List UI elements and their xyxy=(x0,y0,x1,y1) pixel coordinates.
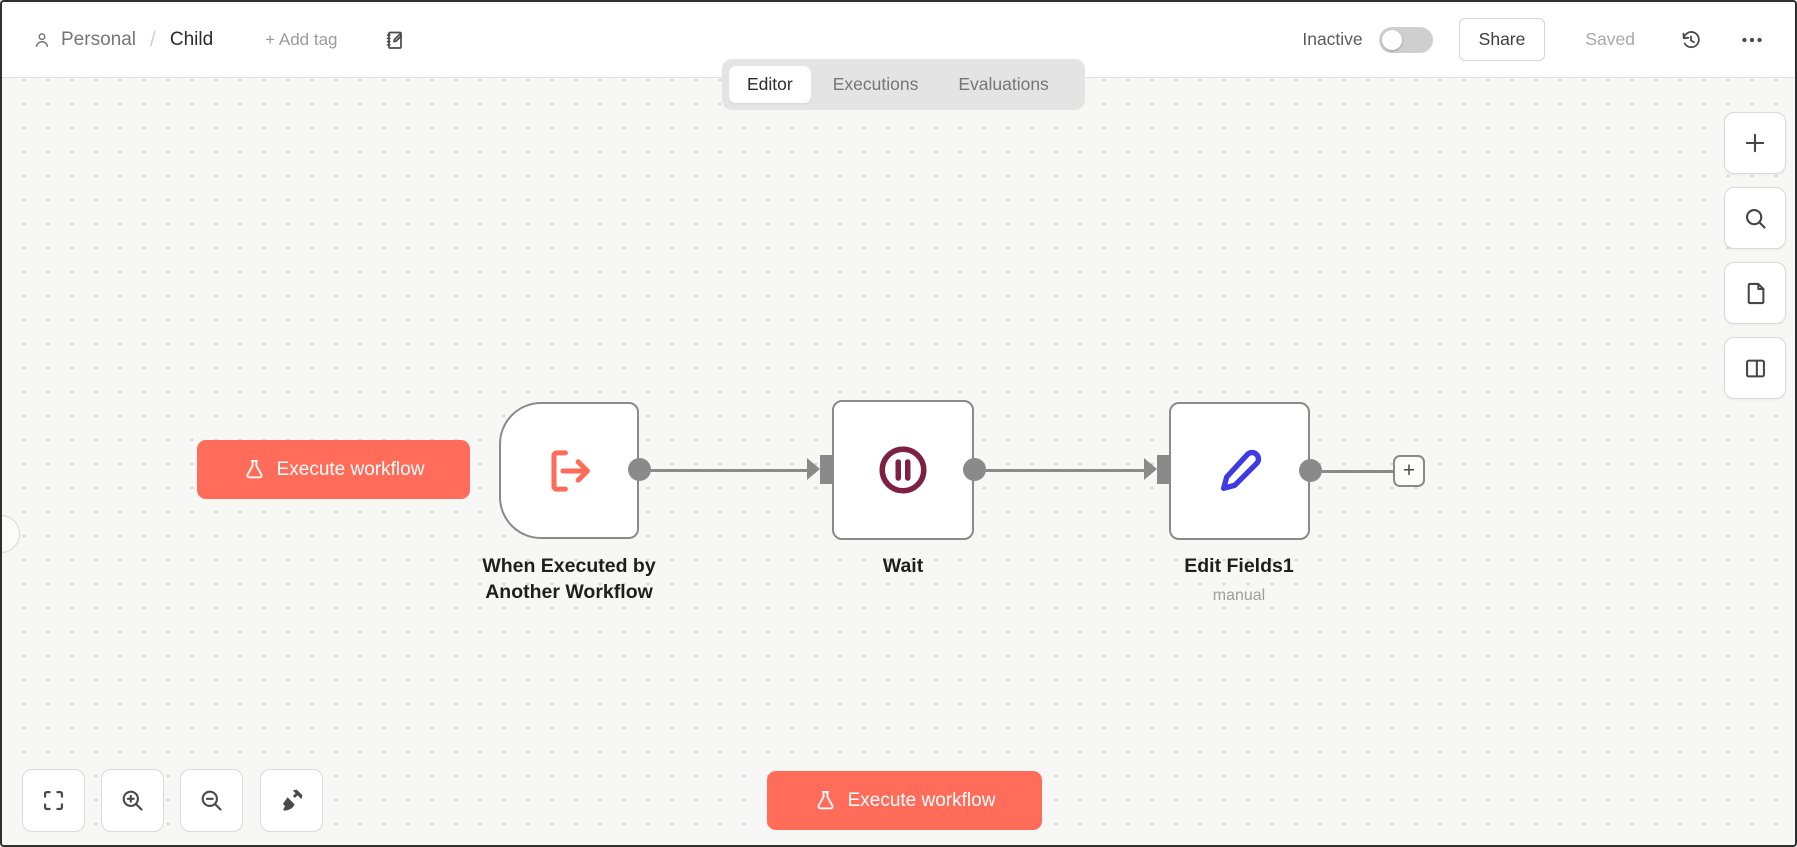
node-label-wait[interactable]: Wait xyxy=(833,553,973,579)
connection-edit-to-add[interactable] xyxy=(1321,470,1393,473)
fit-view-button[interactable] xyxy=(22,769,85,832)
workflow-canvas[interactable]: Execute workflow xyxy=(2,78,1795,845)
split-panel-button[interactable] xyxy=(1724,337,1786,399)
version-history-icon[interactable] xyxy=(1679,28,1703,52)
fit-view-icon xyxy=(40,787,67,814)
wait-label: Wait xyxy=(882,555,924,577)
input-arrow-edit xyxy=(1144,458,1157,480)
input-port-wait[interactable] xyxy=(820,455,833,484)
input-port-edit[interactable] xyxy=(1157,455,1170,484)
edit-fields-label: Edit Fields1 xyxy=(1184,555,1294,577)
share-button[interactable]: Share xyxy=(1458,18,1546,61)
notebook-edit-icon[interactable] xyxy=(383,28,407,52)
pause-circle-icon xyxy=(873,440,933,500)
add-connected-node-button[interactable]: + xyxy=(1393,455,1425,487)
zoom-in-icon xyxy=(119,787,146,814)
sticky-note-icon xyxy=(1742,280,1769,307)
node-edit-fields-1[interactable] xyxy=(1169,402,1310,540)
connection-wait-to-edit[interactable] xyxy=(985,469,1146,472)
add-node-icon xyxy=(1741,129,1769,157)
person-icon xyxy=(32,30,52,50)
sticky-note-button[interactable] xyxy=(1724,262,1786,324)
view-tabs: Editor Executions Evaluations xyxy=(722,59,1085,110)
add-tag-button[interactable]: + Add tag xyxy=(265,29,338,49)
input-arrow-wait xyxy=(807,458,820,480)
flask-icon xyxy=(243,458,266,481)
execute-workflow-bottom-label: Execute workflow xyxy=(847,789,996,811)
search-button[interactable] xyxy=(1724,187,1786,249)
save-status: Saved xyxy=(1585,29,1635,49)
execute-workflow-button-bottom[interactable]: Execute workflow xyxy=(767,771,1042,830)
tidy-up-icon xyxy=(278,787,305,814)
output-port-edit[interactable] xyxy=(1299,459,1322,482)
output-port-wait[interactable] xyxy=(963,458,986,481)
workflow-status-label: Inactive xyxy=(1302,29,1363,49)
node-wait[interactable] xyxy=(832,400,974,540)
breadcrumb-project[interactable]: Personal xyxy=(61,28,136,50)
trigger-label-line2: Another Workflow xyxy=(485,581,653,603)
tab-editor[interactable]: Editor xyxy=(729,66,811,103)
tidy-up-button[interactable] xyxy=(260,769,323,832)
zoom-out-icon xyxy=(198,787,225,814)
workflow-title[interactable]: Child xyxy=(169,28,214,50)
zoom-out-button[interactable] xyxy=(180,769,243,832)
tab-executions[interactable]: Executions xyxy=(832,74,919,94)
workflow-exit-icon xyxy=(540,442,598,500)
split-panel-icon xyxy=(1742,355,1769,382)
node-label-trigger[interactable]: When Executed by Another Workflow xyxy=(419,553,719,605)
header-actions: Inactive Share Saved xyxy=(1302,18,1765,61)
search-icon xyxy=(1742,205,1769,232)
pen-icon xyxy=(1212,443,1268,499)
output-port-trigger[interactable] xyxy=(628,458,651,481)
connection-trigger-to-wait[interactable] xyxy=(650,469,809,472)
execute-workflow-button[interactable]: Execute workflow xyxy=(197,440,470,499)
more-options-icon[interactable] xyxy=(1739,27,1765,53)
add-node-panel-button[interactable] xyxy=(1724,112,1786,174)
breadcrumb-separator: / xyxy=(150,27,156,51)
execute-workflow-label: Execute workflow xyxy=(276,458,425,480)
zoom-in-button[interactable] xyxy=(101,769,164,832)
edit-fields-subtitle: manual xyxy=(1212,587,1266,604)
active-toggle[interactable] xyxy=(1378,26,1433,53)
flask-icon xyxy=(814,789,837,812)
node-label-edit-fields[interactable]: Edit Fields1 manual xyxy=(1139,553,1339,609)
trigger-label-line1: When Executed by xyxy=(482,555,656,577)
breadcrumb: Personal / Child + Add tag xyxy=(32,28,407,52)
tab-evaluations[interactable]: Evaluations xyxy=(958,74,1049,94)
panel-collapse-handle[interactable] xyxy=(2,515,20,553)
toggle-knob xyxy=(1381,29,1402,50)
node-when-executed-by-another-workflow[interactable] xyxy=(499,402,639,539)
